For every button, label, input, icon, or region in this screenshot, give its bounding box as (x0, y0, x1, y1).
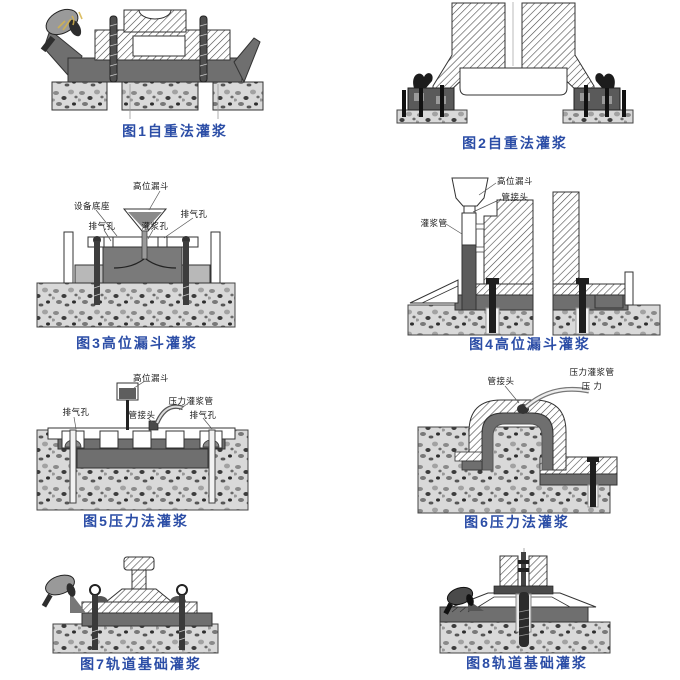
figure6-drawing (417, 385, 618, 514)
label-grout-pipe: 灌浆管 (420, 218, 448, 228)
label-high-funnel: 高位漏斗 (132, 181, 170, 191)
figure5-drawing (36, 380, 249, 511)
rail-foot (104, 588, 174, 603)
pouring-ladle-icon (443, 586, 484, 615)
pouring-ladle-icon (40, 8, 82, 53)
vent-spout-icon (413, 73, 433, 88)
figure1-drawing (40, 8, 264, 119)
figure4-drawing (407, 177, 661, 336)
label-high-funnel: 高位漏斗 (132, 373, 170, 383)
figure6-caption: 图6压力法灌浆 (464, 514, 570, 530)
label-equipment-base: 设备底座 (73, 201, 111, 211)
figure3-caption: 图3高位漏斗灌浆 (76, 335, 198, 351)
figure4-caption: 图4高位漏斗灌浆 (469, 336, 591, 352)
label-grout-hole: 灌浆孔 (141, 221, 169, 231)
label-pipe-joint: 管接头 (501, 192, 529, 202)
figure7-caption: 图7轨道基础灌浆 (80, 656, 202, 672)
figure2-drawing (396, 2, 634, 124)
vent-spout-icon (595, 73, 615, 88)
figure8-drawing (439, 548, 611, 654)
label-pipe-joint: 管接头 (128, 410, 156, 420)
leader-lines (95, 190, 194, 242)
label-high-funnel: 高位漏斗 (496, 176, 534, 186)
figure1-caption: 图1自重法灌浆 (122, 123, 228, 139)
figure2-caption: 图2自重法灌浆 (462, 135, 568, 151)
label-pressure-grout-pipe: 压力灌浆管 (168, 396, 214, 406)
label-vent-hole-left: 排气孔 (62, 407, 90, 417)
figure7-drawing (41, 556, 219, 654)
figure3-drawing (36, 190, 236, 328)
label-vent-hole-right: 排气孔 (189, 410, 217, 420)
watermark-mark (57, 11, 83, 31)
figure8-caption: 图8轨道基础灌浆 (466, 655, 588, 671)
pouring-ladle-icon (41, 574, 86, 613)
figure5-caption: 图5压力法灌浆 (83, 513, 189, 529)
leader-lines (445, 182, 502, 235)
label-vent-hole-right: 排气孔 (180, 209, 208, 219)
label-pipe-joint: 管接头 (487, 376, 515, 386)
label-pressure: 压 力 (581, 381, 603, 391)
leader-lines (73, 380, 213, 430)
label-vent-hole-left: 排气孔 (88, 221, 116, 231)
funnel-icon (451, 177, 489, 207)
leader-lines (504, 385, 520, 404)
label-pressure-grout-pipe: 压力灌浆管 (569, 367, 615, 377)
